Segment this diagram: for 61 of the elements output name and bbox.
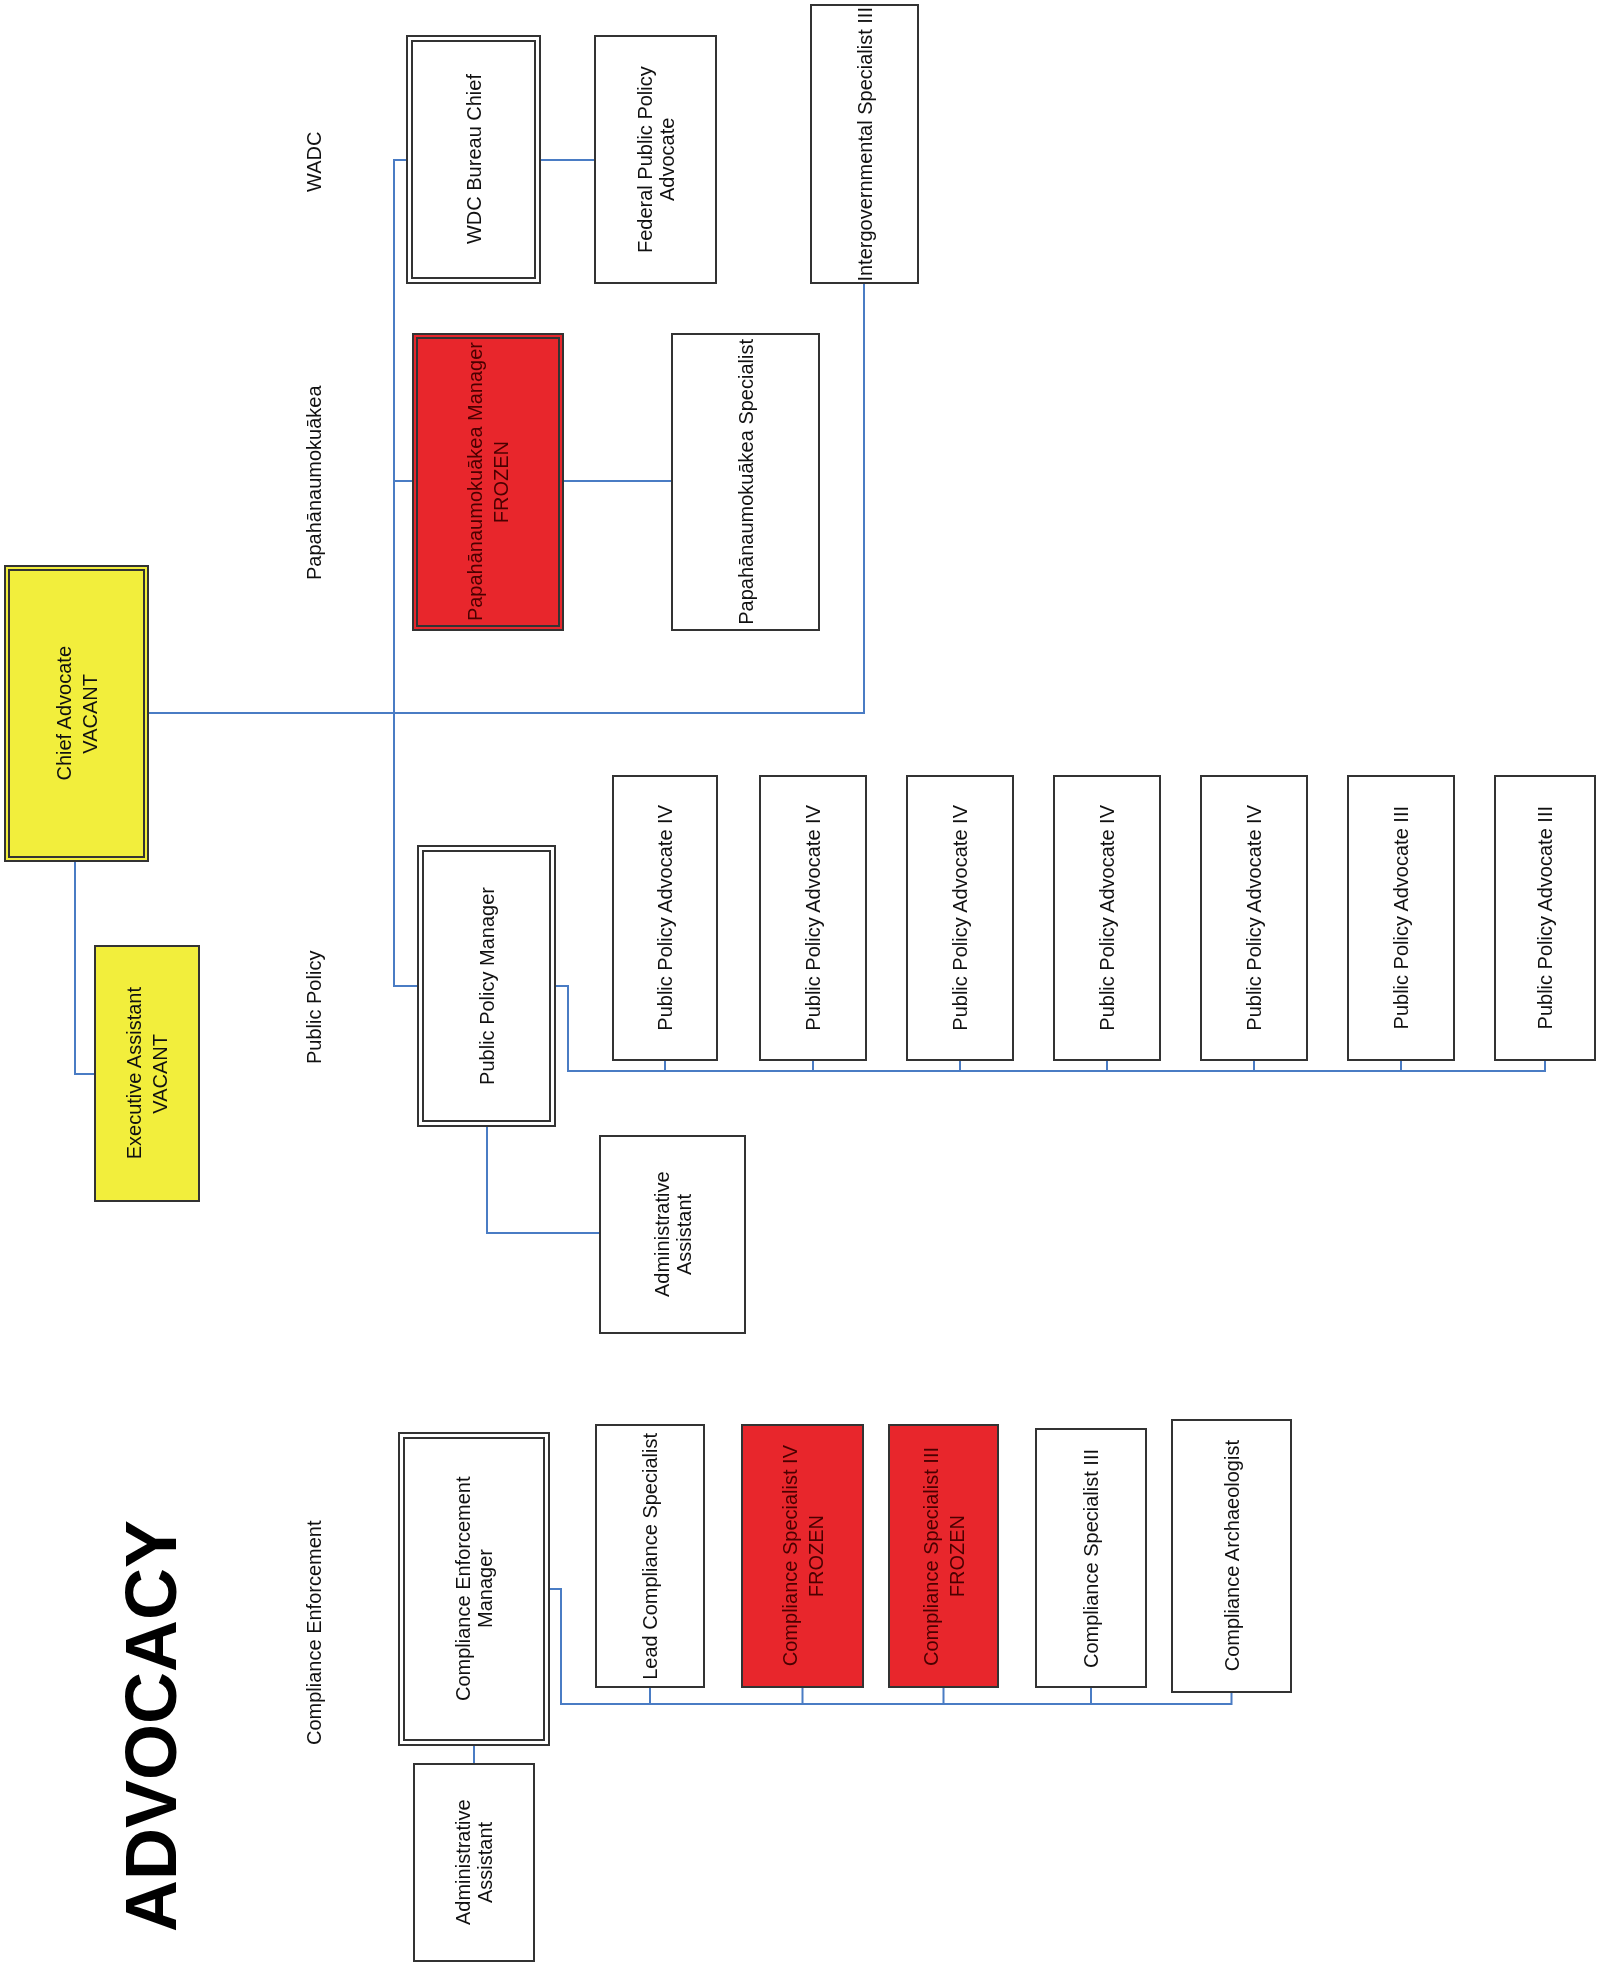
position-title: Compliance Archaeologist (1220, 1440, 1243, 1672)
position-title: WDC Bureau Chief (462, 74, 485, 245)
position-title: Administrative Assistant (452, 1798, 496, 1928)
position-title: Intergovernmental Specialist III (853, 6, 876, 282)
reporting-line (563, 480, 672, 482)
position-title: Public Policy Advocate IV (654, 805, 676, 1031)
position-box (612, 775, 718, 1061)
position-box (1200, 775, 1308, 1061)
position-title: Public Policy Advocate III (1390, 806, 1412, 1030)
position-status: FROZEN (945, 1514, 968, 1598)
position-status: FROZEN (490, 440, 512, 524)
position-title: Papahānaumokuākea Manager (464, 342, 486, 622)
position-title: Compliance Specialist IV (778, 1445, 801, 1667)
section-label: Compliance Enforcement (303, 1519, 326, 1747)
position-title: Public Policy Advocate III (1534, 806, 1556, 1030)
position-title: Compliance Specialist III (919, 1446, 942, 1666)
position-box (595, 1424, 705, 1688)
reporting-line (486, 1126, 600, 1234)
frozen-position-box (412, 333, 564, 631)
position-title: Papahānaumokuākea Specialist (734, 339, 757, 625)
frozen-position-box (888, 1424, 999, 1688)
position-title: Executive Assistant (123, 987, 145, 1160)
position-box (810, 4, 919, 284)
reporting-line (74, 861, 95, 1075)
position-title: Public Policy Manager (475, 887, 498, 1085)
position-title: Compliance Enforcement Manager (452, 1475, 496, 1704)
position-box (1171, 1419, 1292, 1693)
position-title: Public Policy Advocate IV (802, 805, 824, 1031)
position-status: FROZEN (804, 1514, 827, 1598)
position-box (1053, 775, 1161, 1061)
reporting-line (473, 1745, 475, 1764)
section-label: Public Policy (303, 949, 326, 1067)
position-title: Compliance Specialist III (1080, 1448, 1102, 1668)
position-title: Administrative Assistant (650, 1170, 695, 1300)
position-title: Chief Advocate (52, 646, 75, 781)
position-box (671, 333, 820, 631)
position-box (1347, 775, 1455, 1061)
position-box (906, 775, 1014, 1061)
position-box (1035, 1428, 1147, 1688)
position-box (759, 775, 867, 1061)
position-title: Federal Public Policy Advocate (633, 65, 678, 255)
position-box (398, 1432, 550, 1746)
vacant-position-box (94, 945, 200, 1202)
position-title: Lead Compliance Specialist (639, 1432, 661, 1680)
position-box (599, 1135, 746, 1334)
position-title: Public Policy Advocate IV (1096, 805, 1118, 1031)
position-status: VACANT (78, 673, 101, 754)
frozen-position-box (741, 1424, 864, 1688)
reporting-line (540, 159, 595, 161)
vacant-position-box (4, 565, 149, 862)
position-status: VACANT (149, 1033, 171, 1114)
position-box (413, 1763, 535, 1962)
page-title: ADVOCACY (110, 1522, 192, 1932)
position-box (594, 35, 717, 284)
section-label: WADC (303, 130, 326, 194)
position-title: Public Policy Advocate IV (949, 805, 971, 1031)
section-label: Papahānaumokuākea (303, 384, 326, 582)
position-box (1494, 775, 1596, 1061)
position-box (406, 35, 541, 284)
position-title: Public Policy Advocate IV (1243, 805, 1265, 1031)
position-box (417, 845, 556, 1127)
